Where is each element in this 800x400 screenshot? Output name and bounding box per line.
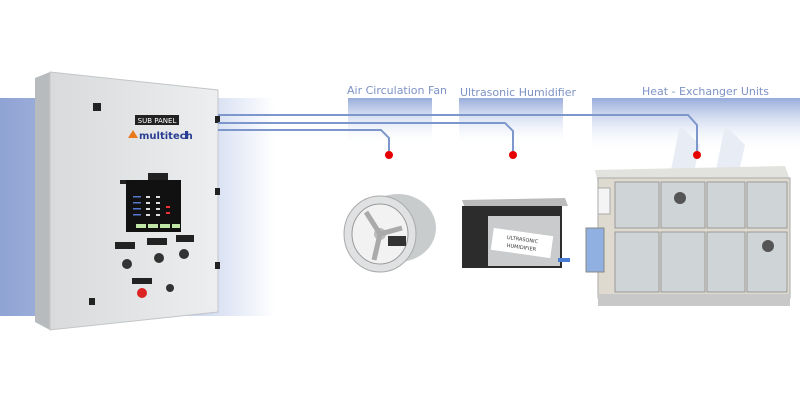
hmi-screen[interactable] xyxy=(126,180,181,232)
emergency-button[interactable] xyxy=(137,288,147,298)
connection-dot-hx xyxy=(693,151,701,159)
nameplate-text: SUB PANEL xyxy=(138,117,177,125)
brand-logo-mark xyxy=(128,130,138,138)
connection-lines xyxy=(218,114,698,155)
label-ultrasonic-humidifier: Ultrasonic Humidifier xyxy=(460,86,576,99)
air-circulation-fan xyxy=(343,194,436,273)
brand-logo: multitech xyxy=(139,131,193,142)
heat-exchanger-unit xyxy=(585,166,791,306)
line-to-hx xyxy=(218,114,698,155)
label-heat-exchanger-units: Heat - Exchanger Units xyxy=(642,85,769,98)
selector-switch[interactable] xyxy=(122,259,132,269)
push-button[interactable] xyxy=(166,284,174,292)
line-to-fan xyxy=(218,129,390,155)
connection-dot-humidifier xyxy=(509,151,517,159)
label-air-circulation-fan: Air Circulation Fan xyxy=(347,84,448,97)
humidifier-plate-line1: ULTRASONIC xyxy=(506,235,538,245)
connection-dot-fan xyxy=(385,151,393,159)
control-panel: SUB PANEL multitech xyxy=(35,71,220,331)
selector-switch[interactable] xyxy=(179,249,189,259)
nameplate xyxy=(135,115,179,125)
ultrasonic-humidifier: ULTRASONIC HUMIDIFIER xyxy=(462,198,570,268)
humidifier-plate-line2: HUMIDIFIER xyxy=(506,243,537,253)
line-to-humidifier xyxy=(218,122,514,155)
selector-switch[interactable] xyxy=(154,253,164,263)
